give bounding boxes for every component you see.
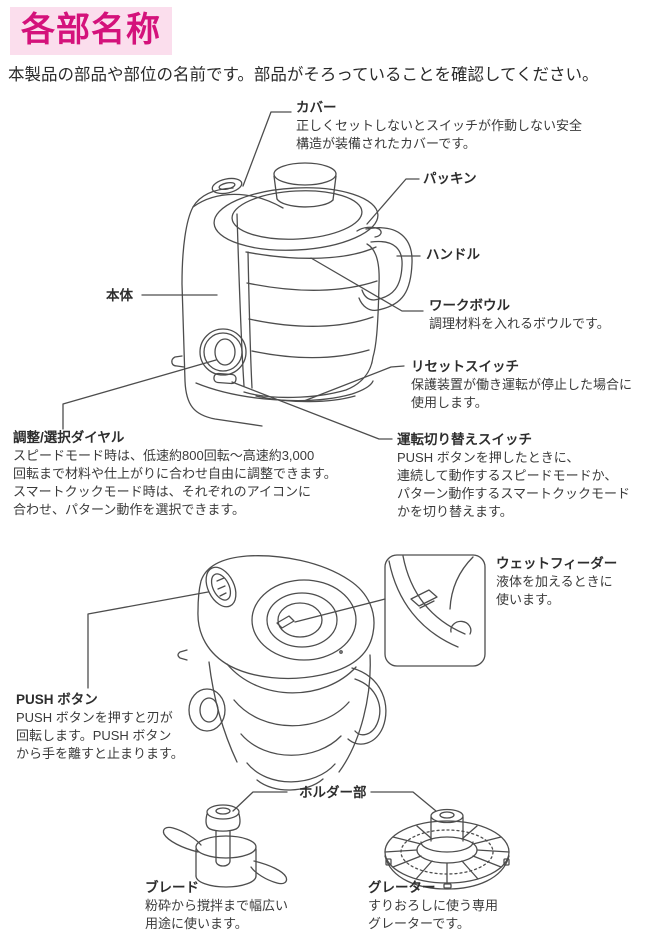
- part-label-reset-switch: リセットスイッチ 保護装置が働き運転が停止した場合に 使用します。: [411, 358, 632, 412]
- part-name-dial: 調整/選択ダイヤル: [13, 430, 125, 445]
- leader-packing: [366, 178, 420, 225]
- part-label-mode-switch: 運転切り替えスイッチ PUSH ボタンを押したときに、 連続して動作するスピード…: [397, 431, 630, 521]
- part-desc-dial: スマートクックモード時は、それぞれのアイコンに: [13, 484, 311, 499]
- part-desc-grater: すりおろしに使う専用: [368, 898, 499, 913]
- part-name-cover: カバー: [296, 100, 337, 115]
- part-label-handle: ハンドル: [426, 246, 480, 264]
- part-name-push-button: PUSH ボタン: [16, 692, 98, 707]
- part-desc-dial: 回転まで材料や仕上がりに合わせ自由に調整できます。: [13, 466, 337, 481]
- part-desc-push-button: PUSH ボタンを押すと刃が: [16, 710, 173, 725]
- food-processor-top-illustration: [177, 555, 387, 791]
- part-label-holder: ホルダー部: [299, 784, 367, 802]
- leader-cover: [242, 111, 292, 187]
- part-name-grater: グレーター: [368, 880, 436, 895]
- part-desc-grater: グレーターです。: [368, 916, 470, 931]
- leader-lines-device2: [87, 591, 386, 689]
- part-desc-blade: 用途に使います。: [145, 916, 248, 931]
- part-label-grater: グレーター すりおろしに使う専用 グレーターです。: [368, 879, 498, 933]
- leader-reset-switch: [303, 365, 405, 402]
- part-desc-dial: 合わせ、パターン動作を選択できます。: [13, 502, 246, 517]
- food-processor-side-illustration: [171, 162, 413, 427]
- part-label-body: 本体: [106, 287, 133, 305]
- page-title: 各部名称: [10, 7, 172, 55]
- part-name-wet-feeder: ウェットフィーダー: [496, 556, 618, 571]
- part-desc-blade: 粉砕から撹拌まで幅広い: [145, 898, 289, 913]
- part-desc-push-button: から手を離すと止まります。: [16, 746, 184, 761]
- part-name-reset-switch: リセットスイッチ: [411, 359, 519, 374]
- intro-text: 本製品の部品や部位の名前です。部品がそろっていることを確認してください。: [8, 66, 599, 84]
- part-name-handle: ハンドル: [426, 247, 480, 262]
- part-label-cover: カバー 正しくセットしないとスイッチが作動しない安全 構造が装備されたカバーです…: [296, 99, 582, 153]
- part-label-push-button: PUSH ボタン PUSH ボタンを押すと刃が 回転します。PUSH ボタン か…: [16, 691, 184, 763]
- part-desc-cover: 正しくセットしないとスイッチが作動しない安全: [296, 118, 583, 133]
- part-name-blade: ブレード: [145, 880, 199, 895]
- leader-holder-left: [232, 791, 288, 812]
- part-desc-cover: 構造が装備されたカバーです。: [296, 136, 476, 151]
- grater-illustration: [384, 808, 510, 890]
- part-desc-mode-switch: PUSH ボタンを押したときに、: [397, 450, 580, 465]
- part-name-packing: パッキン: [423, 171, 477, 186]
- part-label-packing: パッキン: [423, 170, 477, 188]
- part-label-work-bowl: ワークボウル 調理材料を入れるボウルです。: [429, 297, 610, 333]
- part-desc-work-bowl: 調理材料を入れるボウルです。: [429, 316, 610, 331]
- part-name-holder: ホルダー部: [299, 785, 367, 800]
- part-desc-push-button: 回転します。PUSH ボタン: [16, 728, 172, 743]
- part-desc-mode-switch: パターン動作するスマートクックモード: [397, 486, 630, 501]
- leader-dial: [62, 359, 217, 430]
- part-name-work-bowl: ワークボウル: [429, 298, 510, 313]
- part-label-dial: 調整/選択ダイヤル スピードモード時は、低速約800回転～高速約3,000 回転…: [13, 429, 337, 519]
- leader-holder-right: [370, 791, 437, 812]
- part-desc-reset-switch: 保護装置が働き運転が停止した場合に: [411, 377, 633, 392]
- part-desc-reset-switch: 使用します。: [411, 395, 488, 410]
- part-desc-mode-switch: 連続して動作するスピードモードか、: [397, 468, 618, 483]
- part-name-body: 本体: [106, 288, 133, 303]
- part-name-mode-switch: 運転切り替えスイッチ: [397, 432, 532, 447]
- leader-wet-feeder: [294, 598, 386, 623]
- leader-lines-device1: [62, 111, 424, 440]
- part-desc-wet-feeder: 使います。: [496, 592, 560, 607]
- part-desc-mode-switch: かを切り替えます。: [397, 504, 513, 519]
- blade-illustration: [162, 804, 288, 888]
- leader-mode-switch: [231, 381, 393, 440]
- part-desc-wet-feeder: 液体を加えるときに: [496, 574, 613, 589]
- wet-feeder-inset-illustration: [384, 554, 486, 667]
- part-desc-dial: スピードモード時は、低速約800回転～高速約3,000: [13, 448, 315, 463]
- leader-work-bowl: [310, 257, 424, 312]
- leader-lines-holder: [232, 791, 437, 812]
- part-label-blade: ブレード 粉砕から撹拌まで幅広い 用途に使います。: [145, 879, 288, 933]
- part-label-wet-feeder: ウェットフィーダー 液体を加えるときに 使います。: [496, 555, 617, 609]
- leader-push-button: [87, 591, 209, 689]
